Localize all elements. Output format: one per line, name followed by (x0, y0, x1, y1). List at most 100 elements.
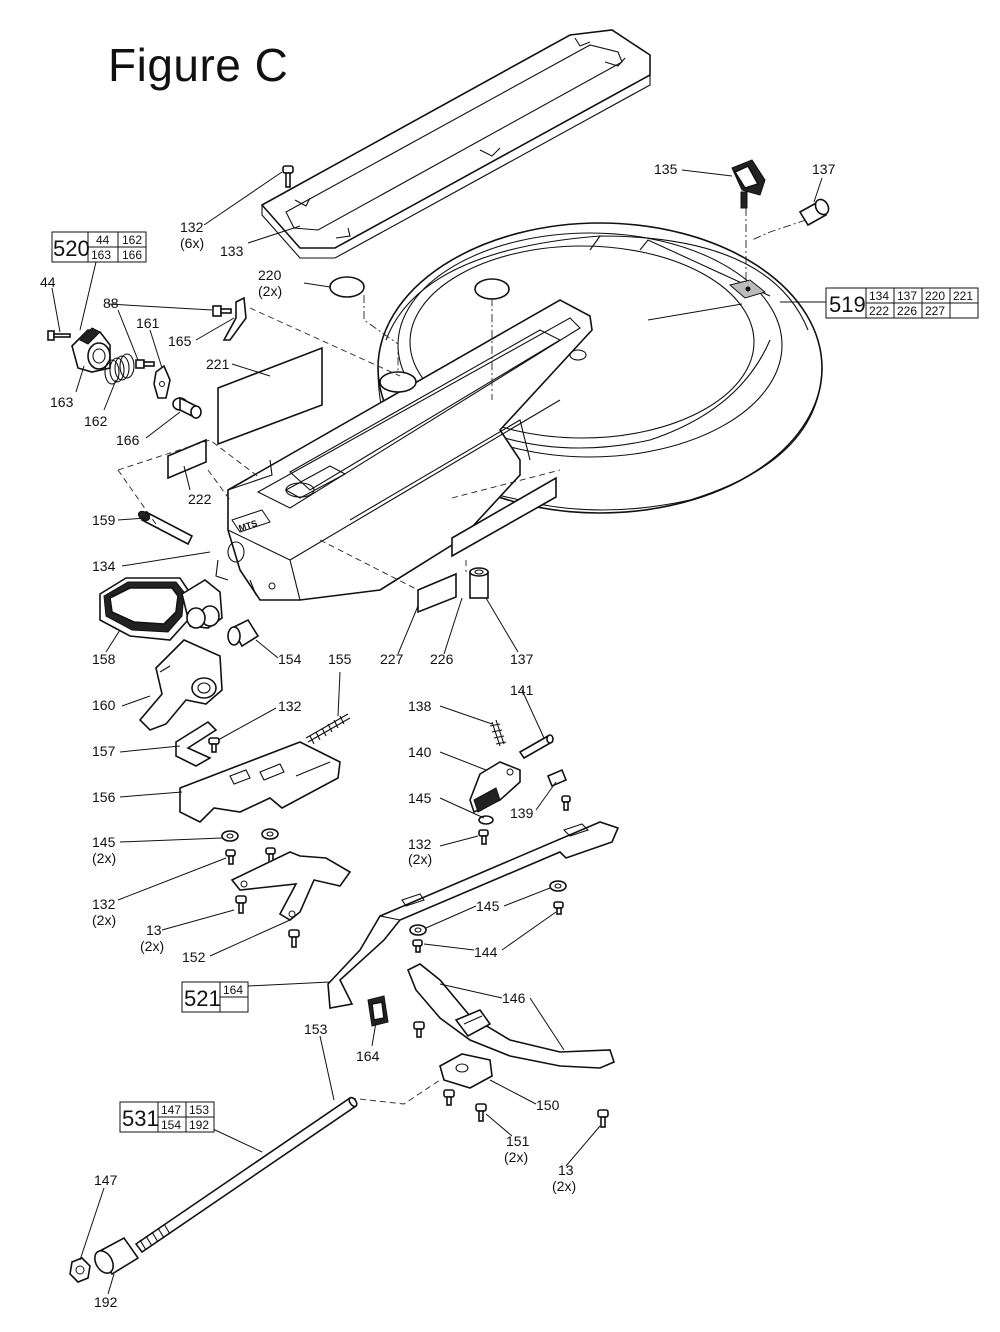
part-144-screw-a (412, 939, 423, 953)
part-screw-near-150 (443, 1089, 455, 1106)
part-153-long-rod (134, 1096, 358, 1254)
part-133-fence-plate (260, 29, 651, 259)
callout-132d: 132 (92, 896, 116, 912)
kit-520-part: 163 (91, 248, 111, 262)
callout-166: 166 (116, 432, 140, 448)
callout-138: 138 (408, 698, 432, 714)
callout-132c-qty: (2x) (408, 851, 432, 867)
part-134-arm-body: MTS (215, 299, 593, 601)
callout-135: 135 (654, 161, 678, 177)
callout-154: 154 (278, 651, 302, 667)
kit-521-part: 164 (223, 983, 243, 997)
callout-13b: 13 (558, 1162, 574, 1178)
kit-521-number: 521 (184, 986, 221, 1011)
kit-519-part: 134 (869, 289, 889, 303)
part-152-plate (230, 851, 352, 921)
part-145-washer-d (409, 924, 427, 936)
callout-44: 44 (40, 274, 56, 290)
callout-150: 150 (536, 1097, 560, 1113)
callout-157: 157 (92, 743, 116, 759)
kit-531: 531 147 153 154 192 (119, 1101, 215, 1133)
callout-151: 151 (506, 1133, 530, 1149)
callout-132d-qty: (2x) (92, 912, 116, 928)
part-161-plate (153, 364, 171, 399)
part-151-screw (475, 1103, 487, 1122)
kit-520-part: 162 (122, 233, 142, 247)
kit-531-part: 192 (189, 1118, 209, 1132)
kit-520: 520 44 162 163 166 (51, 231, 147, 263)
kit-519-number: 519 (829, 292, 866, 317)
part-226-label (451, 476, 557, 558)
part-138-spring (489, 719, 507, 747)
callout-137b: 137 (510, 651, 534, 667)
figure-title: Figure C (108, 39, 289, 91)
part-145-washer-a (221, 830, 239, 842)
part-163-housing (71, 327, 111, 373)
part-159-rod (137, 510, 194, 546)
part-155-spring (305, 713, 351, 745)
callout-145b-qty: (2x) (92, 850, 116, 866)
callout-152: 152 (182, 949, 206, 965)
callout-133: 133 (220, 243, 244, 259)
callout-226: 226 (430, 651, 454, 667)
part-139-block (546, 768, 571, 811)
part-13-screw-b (288, 929, 300, 948)
part-166-pin (172, 396, 202, 420)
kit-531-part: 147 (161, 1103, 181, 1117)
part-140-latch (469, 761, 521, 814)
part-144-screw-b (553, 901, 564, 915)
callout-147: 147 (94, 1172, 118, 1188)
callout-134: 134 (92, 558, 116, 574)
part-220-disc-left (329, 276, 365, 298)
callout-139: 139 (510, 805, 534, 821)
part-132-screw-right (478, 829, 489, 845)
callout-220-qty: (2x) (258, 283, 282, 299)
callout-13a: 13 (146, 922, 162, 938)
part-145-washer-b (261, 828, 279, 840)
kit-519-part: 137 (897, 289, 917, 303)
part-13-screw-c (597, 1109, 609, 1128)
assembly-lines (117, 208, 807, 1105)
part-164-pad (367, 995, 389, 1027)
kit-519-part: 226 (897, 304, 917, 318)
callout-88: 88 (103, 295, 119, 311)
part-150-latch (439, 1053, 493, 1089)
kit-531-number: 531 (122, 1106, 159, 1131)
callout-163: 163 (50, 394, 74, 410)
part-146-arc-plate (406, 963, 615, 1069)
callout-13b-qty: (2x) (552, 1178, 576, 1194)
kit-519-part: 227 (925, 304, 945, 318)
part-157-clip (175, 720, 218, 767)
callout-153: 153 (304, 1021, 328, 1037)
kit-521: 521 164 (181, 981, 249, 1013)
leader-lines (51, 169, 826, 1295)
callout-145: 145 (408, 790, 432, 806)
kit-519-part: 220 (925, 289, 945, 303)
kit-520-number: 520 (53, 236, 90, 261)
kit-531-part: 153 (189, 1103, 209, 1117)
callout-165: 165 (168, 333, 192, 349)
callout-13a-qty: (2x) (140, 938, 164, 954)
part-160-lever (138, 639, 223, 731)
kit-519: 519 134 137 220 221 222 226 227 (825, 287, 979, 319)
part-145-washer-e (549, 880, 567, 892)
kit-531-part: 154 (161, 1118, 181, 1132)
callout-132-qty: (6x) (180, 235, 204, 251)
callout-132c: 132 (408, 836, 432, 852)
callout-140: 140 (408, 744, 432, 760)
callout-159: 159 (92, 512, 116, 528)
callout-160: 160 (92, 697, 116, 713)
callout-192: 192 (94, 1294, 118, 1310)
callout-220: 220 (258, 267, 282, 283)
part-158-handle (99, 577, 223, 641)
callouts: 132 (6x) 133 135 137 220 (2x) 44 88 161 … (40, 161, 836, 1310)
kit-519-part: 221 (953, 289, 973, 303)
kit-520-part: 166 (122, 248, 142, 262)
part-137-spacer-lower (469, 567, 489, 599)
part-145-washer-c (478, 815, 494, 825)
callout-155: 155 (328, 651, 352, 667)
callout-221: 221 (206, 356, 230, 372)
callout-164: 164 (356, 1048, 380, 1064)
callout-145b: 145 (92, 834, 116, 850)
